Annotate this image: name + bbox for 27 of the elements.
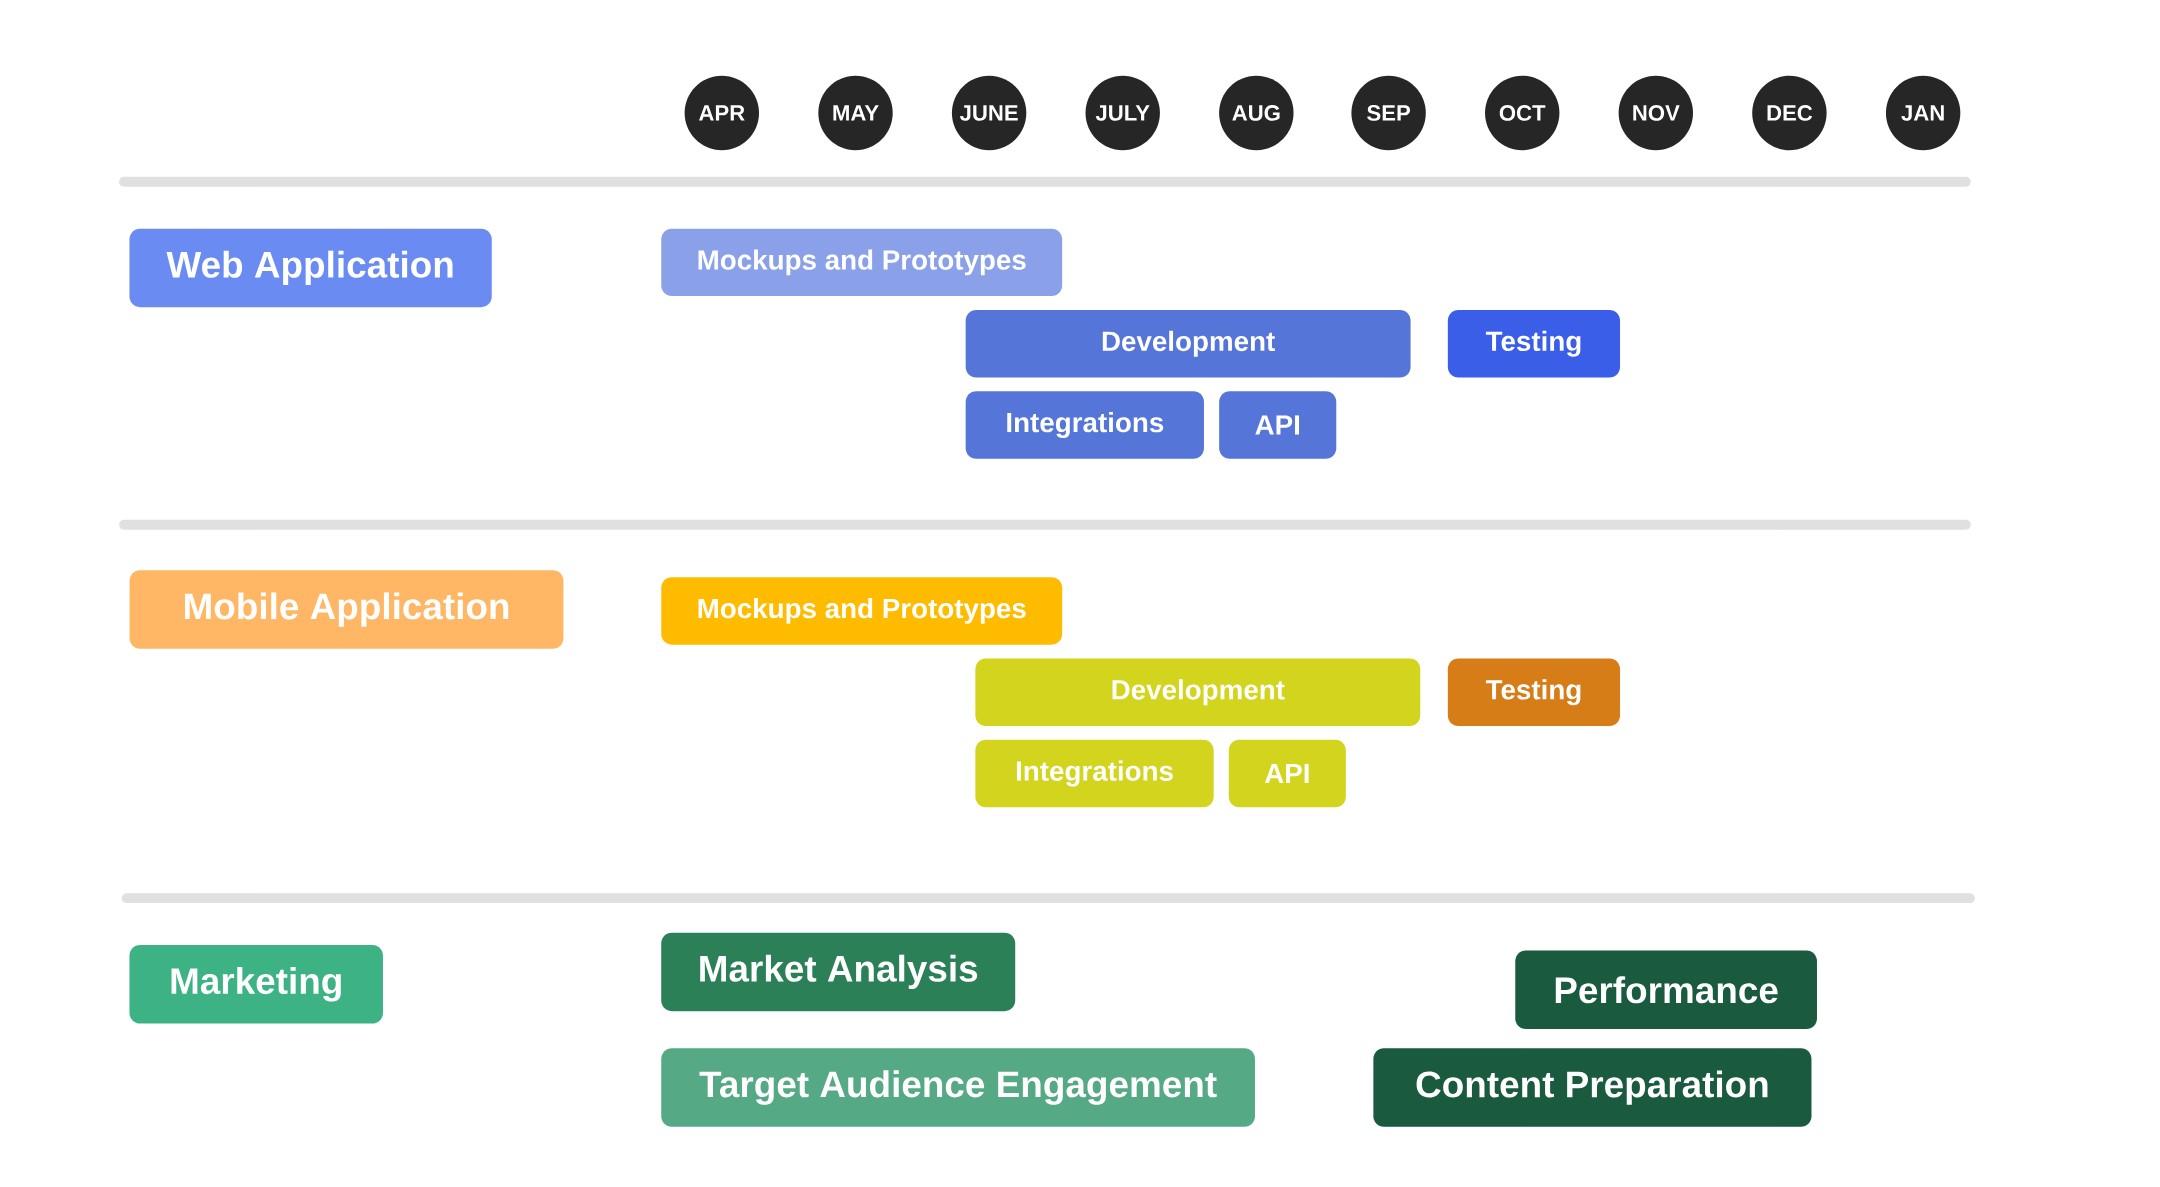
task-bar: Integrations [965,391,1204,459]
task-bar: Mockups and Prototypes [661,228,1063,297]
category-box: Marketing [129,945,383,1024]
month-badge: SEP [1351,75,1426,151]
task-bar: API [1219,391,1337,459]
task-bar: API [1228,739,1346,808]
month-badge: APR [684,75,759,151]
month-badge: NOV [1618,75,1693,151]
category-box: Market Analysis [661,932,1016,1012]
task-bar: Development [965,309,1411,378]
month-badge: JAN [1885,75,1961,151]
month-badge: OCT [1485,75,1560,151]
task-bar: Development [975,658,1421,726]
task-bar: Testing [1447,309,1620,378]
category-box: Mobile Application [129,570,564,649]
task-bar: Testing [1447,658,1620,726]
task-bar: Mockups and Prototypes [661,577,1063,645]
month-badge: MAY [818,75,893,151]
month-badge: AUG [1219,75,1294,151]
month-badge: JULY [1085,75,1160,151]
task-bar: Integrations [975,739,1214,808]
category-box: Web Application [129,228,492,308]
month-badge: JUNE [951,75,1027,151]
category-box: Target Audience Engagement [661,1048,1255,1127]
month-badge: DEC [1752,75,1827,151]
category-box: Performance [1515,950,1817,1030]
category-box: Content Preparation [1373,1048,1812,1127]
